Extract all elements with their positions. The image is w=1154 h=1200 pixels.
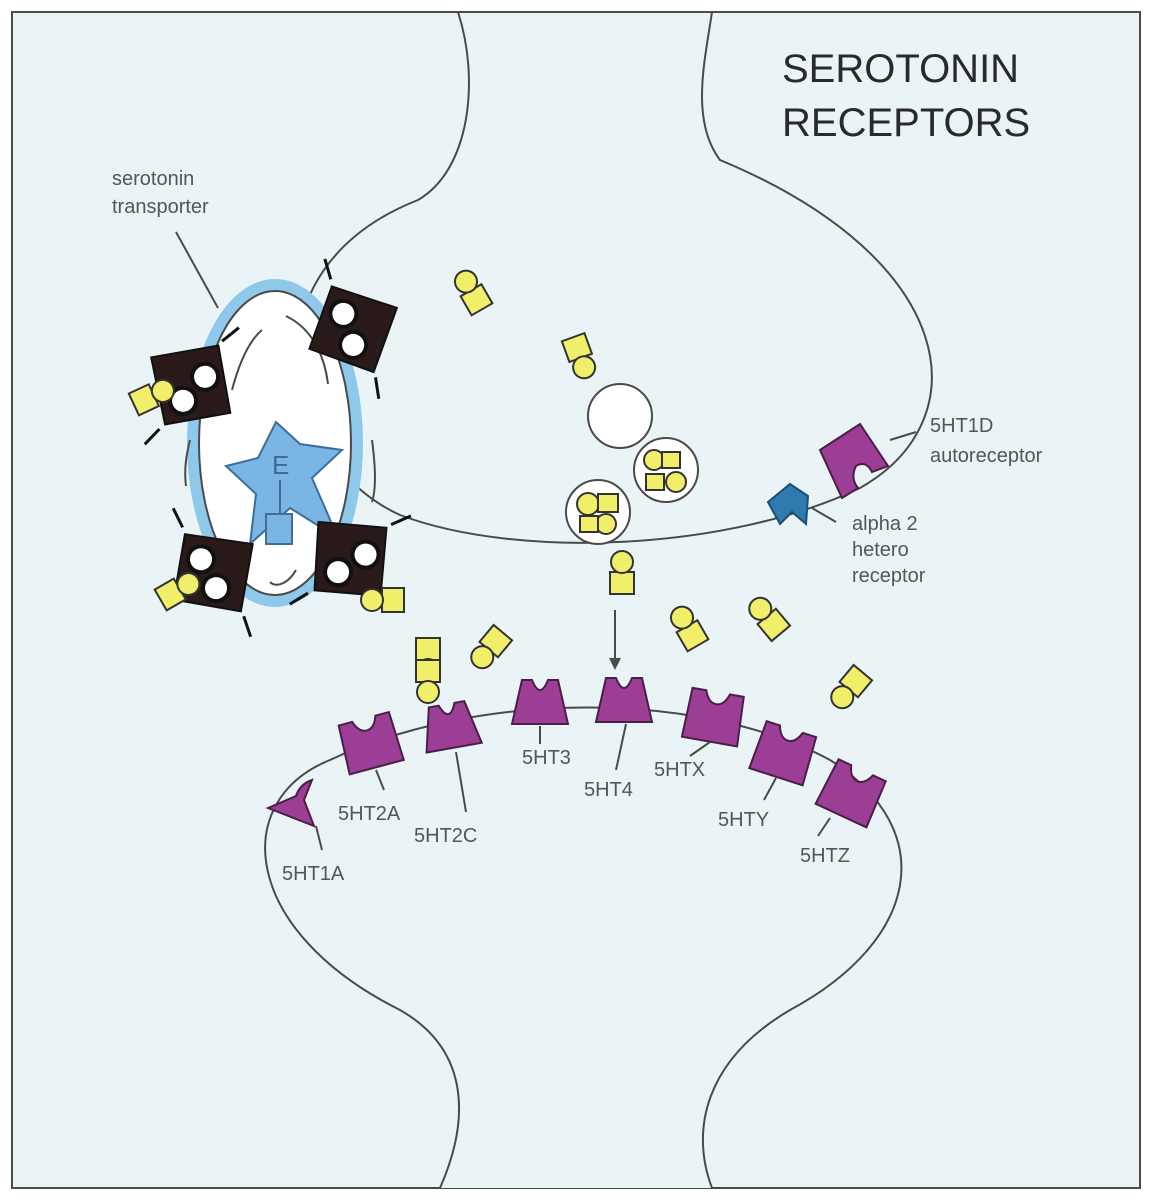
leader-5htx bbox=[689, 741, 711, 757]
transporter-label-leader bbox=[175, 231, 219, 309]
postsynaptic-terminal bbox=[264, 706, 903, 1189]
hetero-label-line-2: hetero bbox=[852, 539, 909, 561]
receptor-label-5ht1a: 5HT1A bbox=[282, 863, 345, 885]
enzyme-substrate bbox=[265, 513, 293, 545]
receptor-label-5ht4: 5HT4 bbox=[584, 779, 633, 801]
cycle-arrow-3 bbox=[184, 439, 191, 487]
enzyme-shape bbox=[223, 420, 345, 547]
hetero-leader bbox=[811, 507, 837, 523]
receptor-label-5htz: 5HTZ bbox=[800, 845, 850, 867]
receptor-label-5ht2a: 5HT2A bbox=[338, 803, 401, 825]
hetero-label-line-3: receptor bbox=[852, 565, 926, 587]
receptor-label-5hty: 5HTY bbox=[718, 809, 769, 831]
serotonin-on-5ht2c bbox=[415, 659, 441, 704]
cycle-arrow-4 bbox=[231, 329, 263, 391]
transporter-complex: E bbox=[184, 279, 376, 607]
hetero-label-line-1: alpha 2 bbox=[852, 513, 918, 535]
serotonin-released bbox=[609, 550, 635, 595]
transporter-label-line-2: transporter bbox=[112, 196, 209, 218]
autoreceptor-5ht1d bbox=[818, 422, 890, 500]
vesicle-full-2 bbox=[565, 479, 631, 545]
empty-vesicle bbox=[587, 383, 653, 449]
presynaptic-terminal bbox=[296, 11, 933, 544]
cycle-arrow-5 bbox=[269, 569, 297, 586]
leader-5ht2c bbox=[455, 751, 467, 813]
autoreceptor-label-line-2: autoreceptor bbox=[930, 445, 1043, 467]
receptor-label-5ht3: 5HT3 bbox=[522, 747, 571, 769]
autoreceptor-label-line-1: 5HT1D bbox=[930, 415, 993, 437]
serotonin-transporter-3 bbox=[360, 587, 405, 613]
leader-5htz bbox=[817, 817, 831, 837]
receptor-label-5htx: 5HTX bbox=[654, 759, 705, 781]
alpha2-hetero-receptor bbox=[766, 482, 810, 527]
receptor-label-5ht2c: 5HT2C bbox=[414, 825, 477, 847]
leader-5ht4 bbox=[615, 723, 627, 771]
leader-5hty bbox=[763, 777, 777, 801]
title-line-2: RECEPTORS bbox=[782, 101, 1030, 145]
transporter-ring bbox=[187, 279, 363, 607]
title-line-1: SEROTONIN bbox=[782, 47, 1019, 91]
receptor-5ht1a-shape bbox=[265, 778, 316, 828]
vesicle-full-1 bbox=[633, 437, 699, 503]
enzyme-letter: E bbox=[272, 450, 289, 480]
autoreceptor-leader bbox=[889, 431, 917, 441]
transporter-label-line-1: serotonin bbox=[112, 168, 194, 190]
leader-5ht2a bbox=[375, 769, 385, 791]
release-arrowhead bbox=[609, 658, 621, 670]
leader-5ht1a bbox=[315, 825, 323, 851]
cycle-arrow-2 bbox=[371, 439, 376, 503]
